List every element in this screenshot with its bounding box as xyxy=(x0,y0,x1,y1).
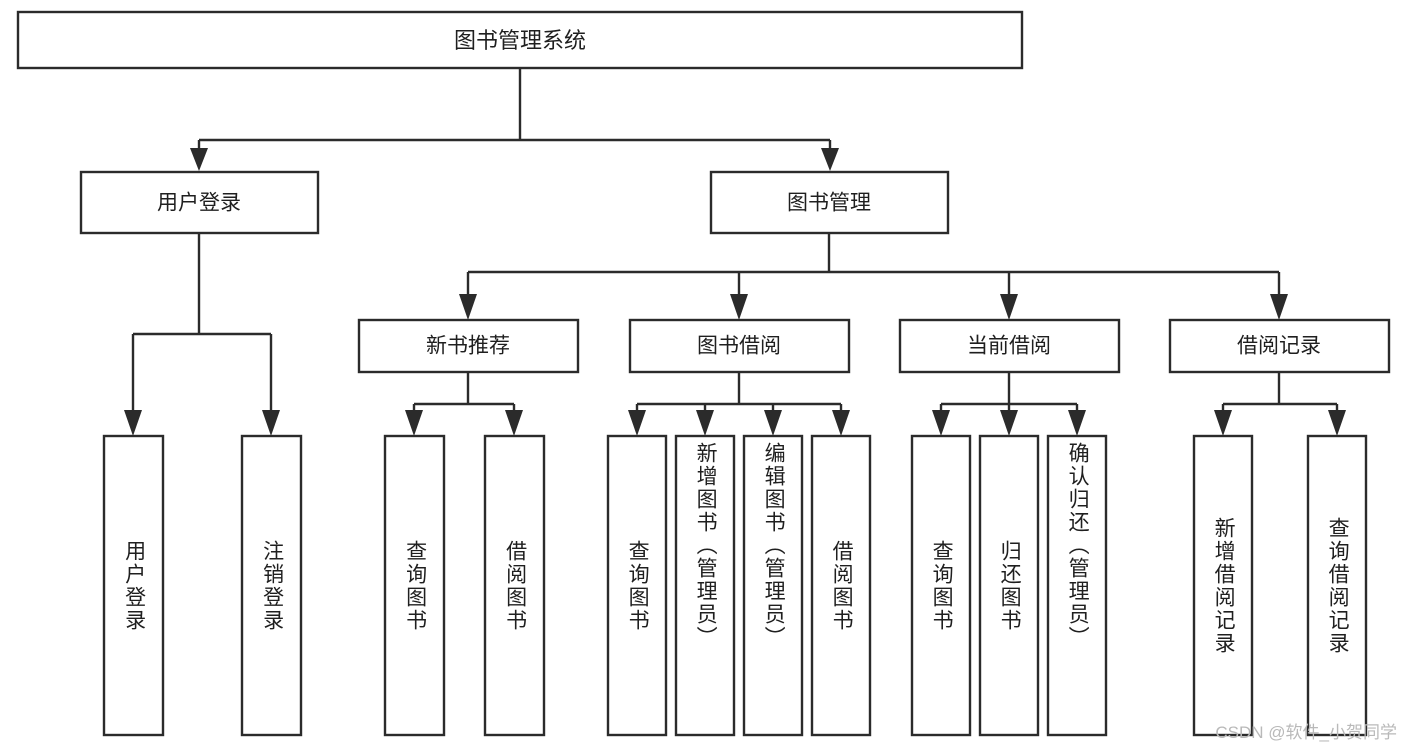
leaf-box-user-login-2[interactable] xyxy=(240,434,303,737)
arrow-userlogin-leaf-2 xyxy=(262,410,280,436)
leaf-box-current-borrow-2[interactable] xyxy=(978,434,1040,737)
borrow-record-label: 借阅记录 xyxy=(1237,335,1321,358)
arrow-bookborrow-leaf-1 xyxy=(628,410,646,436)
node-user-login[interactable]: 用户登录 xyxy=(79,170,320,235)
root-label: 图书管理系统 xyxy=(454,28,586,53)
node-current-borrow[interactable]: 当前借阅 xyxy=(898,318,1121,374)
node-root[interactable]: 图书管理系统 xyxy=(16,10,1024,70)
arrow-currentborrow-leaf-3 xyxy=(1068,410,1086,436)
arrow-to-new-book-recommend xyxy=(459,294,477,320)
node-book-borrow[interactable]: 图书借阅 xyxy=(628,318,851,374)
current-borrow-label: 当前借阅 xyxy=(967,335,1051,358)
current-borrow-box[interactable] xyxy=(898,318,1121,374)
arrow-currentborrow-leaf-2 xyxy=(1000,410,1018,436)
leaf-box-book-borrow-3[interactable] xyxy=(742,434,804,737)
leaf-box-book-borrow-1[interactable] xyxy=(606,434,668,737)
arrow-to-borrow-record xyxy=(1270,294,1288,320)
arrow-userlogin-leaf-1 xyxy=(124,410,142,436)
user-login-label: 用户登录 xyxy=(157,192,241,215)
leaf-box-book-borrow-4[interactable] xyxy=(810,434,872,737)
leaf-box-current-borrow-1[interactable] xyxy=(910,434,972,737)
arrow-to-book-manage xyxy=(821,148,839,171)
arrow-bookborrow-leaf-2 xyxy=(696,410,714,436)
arrow-bookborrow-leaf-4 xyxy=(832,410,850,436)
book-borrow-label: 图书借阅 xyxy=(697,335,781,358)
arrow-bookborrow-leaf-3 xyxy=(764,410,782,436)
arrow-currentborrow-leaf-1 xyxy=(932,410,950,436)
arrow-to-current-borrow xyxy=(1000,294,1018,320)
arrow-borrowrecord-leaf-1 xyxy=(1214,410,1232,436)
node-borrow-record[interactable]: 借阅记录 xyxy=(1168,318,1391,374)
arrow-to-user-login xyxy=(190,148,208,171)
leaf-box-new-book-1[interactable] xyxy=(383,434,446,737)
node-book-manage[interactable]: 图书管理 xyxy=(709,170,950,235)
new-book-recommend-label: 新书推荐 xyxy=(426,335,510,358)
book-manage-box[interactable] xyxy=(709,170,950,235)
leaf-box-book-borrow-2[interactable] xyxy=(674,434,736,737)
leaf-box-current-borrow-3[interactable] xyxy=(1046,434,1108,737)
watermark: CSDN @软件_小贺同学 xyxy=(1215,723,1397,742)
leaf-box-new-book-2[interactable] xyxy=(483,434,546,737)
book-manage-label: 图书管理 xyxy=(787,192,871,215)
book-borrow-box[interactable] xyxy=(628,318,851,374)
new-book-recommend-box[interactable] xyxy=(357,318,580,374)
root-box[interactable] xyxy=(16,10,1024,70)
node-new-book-recommend[interactable]: 新书推荐 xyxy=(357,318,580,374)
arrow-newbook-leaf-2 xyxy=(505,410,523,436)
leaf-box-borrow-record-2[interactable] xyxy=(1306,434,1368,737)
arrow-borrowrecord-leaf-2 xyxy=(1328,410,1346,436)
arrow-newbook-leaf-1 xyxy=(405,410,423,436)
leaf-box-user-login-1[interactable] xyxy=(102,434,165,737)
borrow-record-box[interactable] xyxy=(1168,318,1391,374)
arrow-to-book-borrow xyxy=(730,294,748,320)
leaf-box-borrow-record-1[interactable] xyxy=(1192,434,1254,737)
